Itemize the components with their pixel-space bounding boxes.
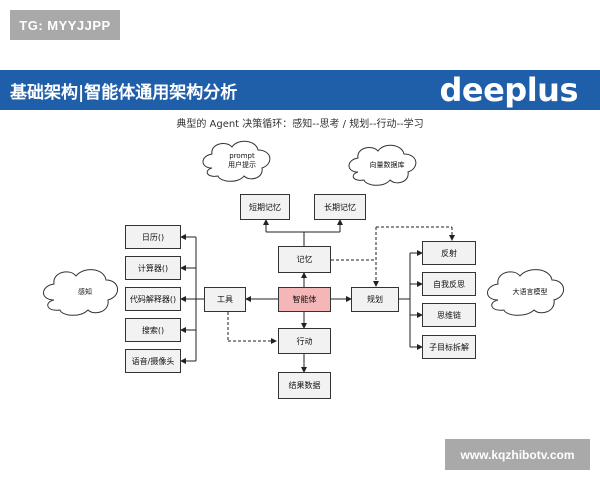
tool-item-voice-camera: 语音/摄像头 bbox=[125, 349, 181, 373]
agent-core-box: 智能体 bbox=[278, 287, 331, 312]
tool-item-code-interpreter: 代码解释器() bbox=[125, 287, 181, 311]
prompt-cloud: prompt 用户提示 bbox=[212, 152, 272, 170]
tools-box: 工具 bbox=[204, 287, 246, 312]
vector-db-cloud-shape bbox=[348, 144, 417, 186]
llm-cloud-shape bbox=[487, 269, 564, 316]
watermark-top: TG: MYYJJPP bbox=[10, 10, 120, 40]
prompt-cloud-line-1: prompt bbox=[229, 152, 255, 160]
llm-cloud: 大语言模型 bbox=[512, 288, 548, 296]
short-term-memory-box: 短期记忆 bbox=[240, 194, 290, 220]
memory-box: 记忆 bbox=[278, 246, 331, 273]
perception-cloud-shape bbox=[43, 269, 118, 316]
tool-item-search: 搜索() bbox=[125, 318, 181, 342]
tool-item-calendar: 日历() bbox=[125, 225, 181, 249]
diagram-subtitle: 典型的 Agent 决策循环：感知--思考 / 规划--行动--学习 bbox=[176, 119, 424, 130]
vector-db-cloud: 向量数据库 bbox=[369, 161, 405, 169]
plan-item-subgoal-decomposition: 子目标拆解 bbox=[422, 335, 476, 359]
prompt-cloud-line-2: 用户提示 bbox=[228, 161, 256, 169]
plan-item-reflection: 反射 bbox=[422, 241, 476, 265]
title-banner: 基础架构|智能体通用架构分析 deeplus bbox=[0, 70, 600, 110]
long-term-memory-box: 长期记忆 bbox=[314, 194, 366, 220]
perception-cloud: 感知 bbox=[78, 288, 92, 296]
deeplus-logo: deeplus bbox=[439, 71, 578, 109]
watermark-bottom: www.kqzhibotv.com bbox=[445, 439, 590, 470]
result-data-box: 结果数据 bbox=[278, 372, 331, 399]
plan-item-self-critique: 自我反思 bbox=[422, 272, 476, 296]
banner-title: 基础架构|智能体通用架构分析 bbox=[10, 82, 238, 103]
prompt-cloud-shape bbox=[202, 140, 271, 182]
tool-item-calculator: 计算器() bbox=[125, 256, 181, 280]
plan-item-chain-of-thought: 思维链 bbox=[422, 303, 476, 327]
planning-box: 规划 bbox=[351, 287, 399, 312]
action-box: 行动 bbox=[278, 328, 331, 354]
